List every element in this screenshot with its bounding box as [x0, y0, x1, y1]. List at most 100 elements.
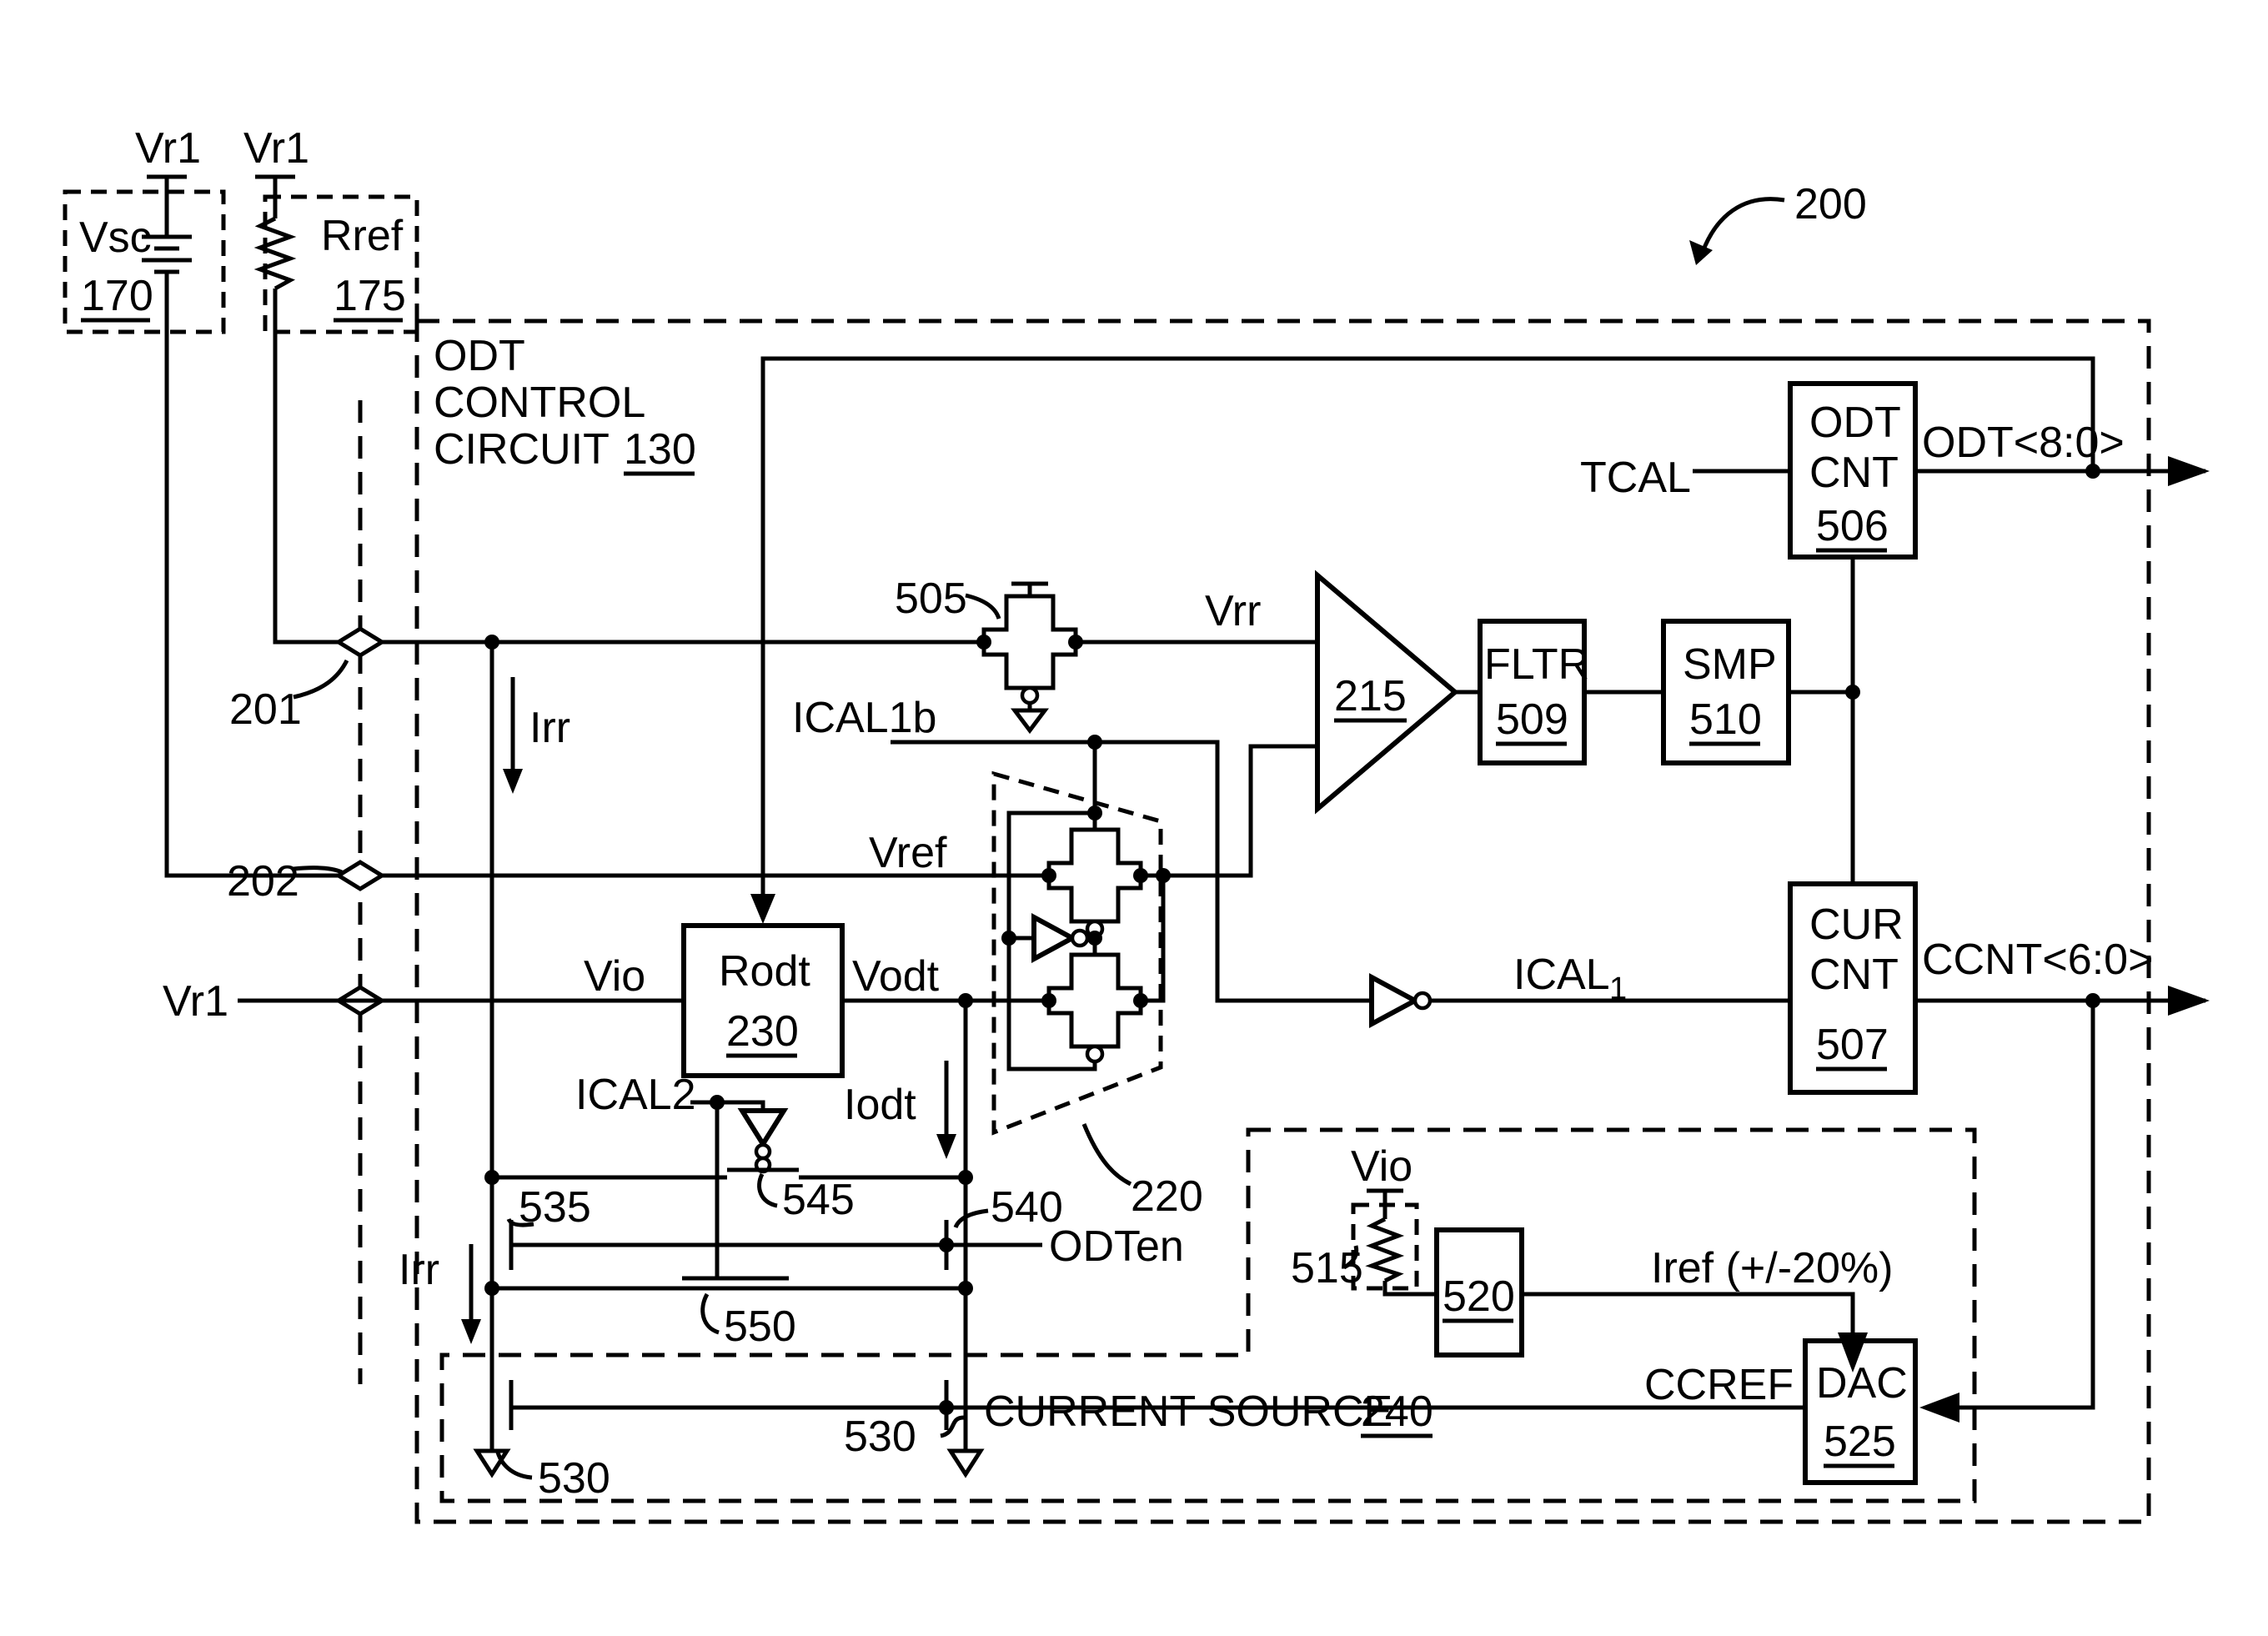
leader-535	[506, 1217, 534, 1227]
vr1-label-top-left: Vr1	[135, 124, 201, 173]
smp-ref: 510	[1689, 695, 1762, 744]
rref-source	[253, 174, 339, 645]
odt-bus-arrowhead	[2168, 456, 2210, 486]
irr-top-label: Irr	[529, 704, 570, 752]
odt-control-circuit-box	[414, 319, 2151, 1524]
pad-202-label: 202	[227, 857, 299, 906]
cur-cnt-line2: CNT	[1809, 951, 1899, 999]
cur-cnt-line1: CUR	[1809, 901, 1904, 949]
odt-box-ref: 130	[624, 425, 696, 474]
iodt-label: Iodt	[844, 1081, 916, 1129]
leader-200	[1700, 197, 1785, 253]
vrr-label: Vrr	[1205, 587, 1261, 635]
smp-label: SMP	[1683, 640, 1777, 689]
ccnt-bus-arrowhead	[2168, 986, 2210, 1016]
block-520-ref: 520	[1443, 1272, 1515, 1321]
irr-bottom-label: Irr	[399, 1246, 439, 1294]
leader-545	[757, 1172, 778, 1208]
transistor-545	[492, 1167, 966, 1180]
odt-box-title-2: CONTROL	[434, 379, 645, 427]
ccnt-bus-label: CCNT<6:0>	[1922, 936, 2153, 984]
irr-top-arrowhead	[503, 769, 523, 794]
res-515-ref: 515	[1291, 1244, 1363, 1292]
leader-201	[293, 659, 349, 700]
wire-ical1b	[891, 740, 1372, 1003]
comparator-ref: 215	[1334, 672, 1407, 720]
t540-label: 540	[991, 1183, 1063, 1232]
vref-label: Vref	[869, 829, 947, 877]
ical1-inverter-bubble	[1412, 991, 1433, 1011]
t530-left-label: 530	[538, 1454, 610, 1503]
leader-550	[700, 1292, 720, 1335]
tcal-label: TCAL	[1580, 454, 1691, 502]
ical1b-label: ICAL1b	[792, 694, 936, 742]
transistor-550	[492, 1267, 966, 1291]
tg-220-label: 220	[1131, 1172, 1203, 1221]
t550-label: 550	[724, 1302, 796, 1351]
vio-label: Vio	[584, 952, 645, 1001]
leader-220	[1081, 1123, 1132, 1187]
rref-ref: 175	[334, 272, 406, 320]
ical2-label: ICAL2	[575, 1071, 696, 1119]
tg-pair-220-outline	[991, 770, 1163, 1136]
rodt-input-arrowhead	[750, 894, 775, 924]
fltr-ref: 509	[1496, 695, 1568, 744]
ical1-label: ICAL	[1513, 951, 1610, 999]
vio-resistor-515	[1365, 1188, 1437, 1297]
leader-515	[1342, 1245, 1359, 1270]
wire-top-feedback	[760, 356, 2095, 917]
wire-ccnt-feedback	[1959, 1001, 2095, 1410]
odten-label: ODTen	[1049, 1222, 1184, 1271]
odt-cnt-line1: ODT	[1809, 399, 1901, 447]
iref-label: Iref (+/-20%)	[1651, 1244, 1893, 1292]
leader-lines	[293, 197, 1785, 1480]
vsc-ref: 170	[81, 272, 153, 320]
t535-label: 535	[519, 1183, 591, 1232]
vr1-mid-label: Vr1	[163, 977, 228, 1026]
odt-bus-label: ODT<8:0>	[1922, 419, 2125, 467]
rodt-block	[681, 923, 845, 1078]
rref-box	[263, 194, 419, 334]
ical1-subscript: 1	[1609, 971, 1627, 1006]
vr1-label-top-right: Vr1	[243, 124, 309, 173]
iodt-arrowhead	[936, 1134, 956, 1159]
vsc-box	[63, 189, 226, 334]
wire-iref	[1522, 1292, 1855, 1332]
passgate-505-label: 505	[895, 575, 967, 623]
figure-ref: 200	[1794, 180, 1867, 228]
current-source-ref: 240	[1361, 1388, 1433, 1436]
vsc-source	[142, 174, 339, 878]
dac-label: DAC	[1816, 1359, 1908, 1408]
cur-cnt-ref: 507	[1816, 1021, 1889, 1069]
rref-label: Rref	[321, 212, 404, 260]
vodt-label: Vodt	[852, 952, 940, 1001]
junction-dots	[484, 464, 2100, 1415]
ical1-inverter	[1369, 972, 1421, 1029]
leader-530-right	[940, 1415, 965, 1438]
vsc-label: Vsc	[79, 213, 152, 262]
leader-505	[965, 593, 1001, 620]
ground-right-icon	[946, 1448, 985, 1478]
current-source-title: CURRENT SOURCE	[984, 1388, 1392, 1436]
pad-201-label: 201	[229, 685, 302, 734]
leader-530-left	[494, 1448, 533, 1480]
dac-ref: 525	[1824, 1418, 1896, 1466]
pad-202-diamond	[334, 860, 386, 891]
vio-515-label: Vio	[1351, 1142, 1412, 1191]
rodt-label: Rodt	[719, 947, 810, 996]
passgate-505	[981, 581, 1078, 735]
odt-cnt-line2: CNT	[1809, 449, 1899, 497]
t530-right-label: 530	[844, 1413, 916, 1461]
reference-underlines	[81, 318, 1894, 1468]
irr-bottom-arrowhead	[461, 1319, 481, 1344]
odt-cnt-ref: 506	[1816, 502, 1889, 550]
ccref-label: CCREF	[1644, 1361, 1794, 1409]
leader-200-arrowhead	[1689, 240, 1713, 265]
dac-input-arrowhead	[1919, 1393, 1959, 1423]
fltr-label: FLTR	[1484, 640, 1589, 689]
comparator-215	[1315, 570, 1459, 815]
t545-label: 545	[782, 1176, 855, 1224]
odt-box-title-3: CIRCUIT	[434, 425, 610, 474]
